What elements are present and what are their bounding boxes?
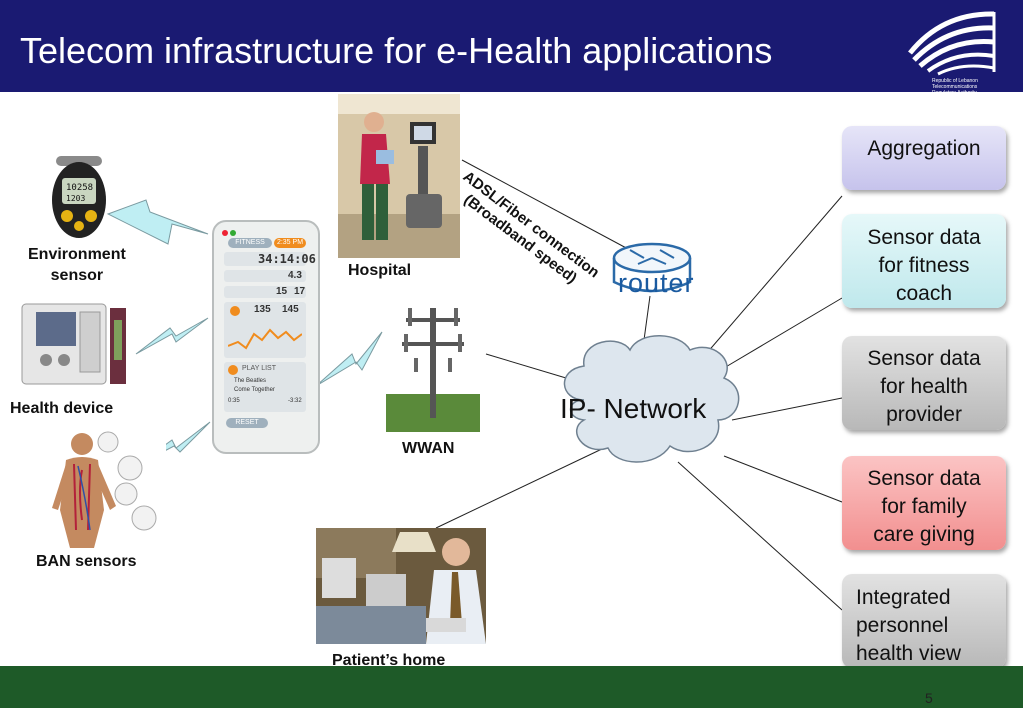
playlist-icon [228, 365, 238, 375]
health-device-caption: Health device [10, 400, 114, 417]
hospital-caption: Hospital [348, 262, 412, 279]
box-line: for health [880, 375, 968, 398]
playlist-label: PLAY LIST [242, 365, 276, 372]
link-cloud-fitness [723, 297, 843, 369]
router-icon [612, 242, 692, 293]
lightning-bolt-icon [106, 199, 209, 245]
wwan-caption: WWAN [402, 440, 455, 457]
box-line: health view [856, 642, 962, 665]
header-bar: Telecom infrastructure for e-Health appl… [0, 0, 1023, 92]
tra-logo: Republic of Lebanon Telecommunications R… [902, 8, 1002, 96]
family-care-box: Sensor data for family care giving [842, 456, 1006, 550]
phone-stat-row: 4.3 [224, 270, 306, 282]
router-label: router [618, 268, 695, 298]
ban-sensors-image [46, 430, 166, 550]
link-cloud-aggregation [705, 195, 843, 355]
integrated-view-box: Integrated personnel health view [842, 574, 1006, 668]
logo-line: Regulatory Authority [932, 90, 978, 96]
box-line: provider [886, 403, 962, 426]
caption-line: sensor [50, 267, 104, 284]
ban-sensors-caption: BAN sensors [36, 553, 137, 570]
health-provider-box: Sensor data for health provider [842, 336, 1006, 430]
patients-home-image [316, 528, 486, 644]
playlist-track: Come Together [234, 387, 275, 393]
link-cloud-family [723, 455, 843, 503]
phone-hr: 135 [254, 304, 271, 315]
environment-sensor-caption: Environment sensor [28, 244, 126, 286]
phone-led-icon [222, 230, 228, 236]
phone-playlist: PLAY LIST The Beatles Come Together 0:35… [224, 362, 306, 412]
box-line: coach [895, 282, 953, 305]
patients-home-caption: Patient’s home [332, 652, 446, 669]
phone-stat: 17 [294, 286, 306, 297]
box-line: for fitness [878, 254, 970, 277]
hospital-image [338, 94, 460, 258]
phone-stat: 15 [276, 286, 288, 297]
box-line: Sensor data [867, 467, 981, 490]
link-home-cloud [435, 447, 605, 529]
phone-timer-row: 34:14:06 [224, 252, 316, 266]
caption-line: Environment [28, 246, 126, 263]
health-device-image [18, 300, 130, 388]
link-cloud-integrated [677, 461, 843, 611]
link-cloud-provider [731, 397, 843, 421]
environment-sensor-image: 10258 1203 [50, 154, 108, 240]
aggregation-box: Aggregation [842, 126, 1006, 190]
link-hospital-router [461, 159, 631, 251]
playlist-track: The Beatles [234, 378, 267, 384]
phone-led-icon [230, 230, 236, 236]
box-line: for family [881, 495, 967, 518]
fitness-coach-box: Sensor data for fitness coach [842, 214, 1006, 308]
box-line: Sensor data [867, 347, 981, 370]
playlist-time: 0:35 [228, 398, 240, 404]
heart-rate-graph-icon [228, 328, 302, 350]
box-line: care giving [873, 523, 975, 546]
svg-text:1203: 1203 [66, 194, 85, 203]
box-line: Integrated [856, 586, 951, 609]
logo-text: Republic of Lebanon Telecommunications R… [932, 78, 1002, 96]
lightning-bolt-icon [135, 317, 209, 355]
phone-hr: 145 [282, 304, 299, 315]
heart-icon [230, 306, 240, 316]
phone-stat: 4.3 [288, 270, 302, 281]
phone-heart-rate-panel: 135 145 [224, 302, 306, 358]
phone-tab: FITNESS [228, 238, 272, 248]
phone-time-badge: 2:35 PM [274, 238, 306, 248]
box-line: Sensor data [867, 226, 981, 249]
page-number: 5 [925, 690, 933, 706]
logo-swoosh-icon [908, 11, 996, 76]
box-line: personnel [856, 614, 949, 637]
svg-text:10258: 10258 [66, 183, 93, 193]
logo-line: Republic of Lebanon [932, 78, 978, 84]
phone-timer: 34:14:06 [258, 252, 316, 266]
slide-title: Telecom infrastructure for e-Health appl… [20, 30, 773, 71]
mobile-phone: FITNESS 2:35 PM 34:14:06 4.3 15 17 135 1… [212, 220, 320, 454]
link-wwan-cloud [485, 353, 567, 379]
footer-bar [0, 666, 1023, 708]
logo-line: Telecommunications [932, 84, 978, 90]
ip-network-label: IP- Network [560, 393, 707, 424]
link-router-cloud [643, 295, 651, 341]
phone-reset-button: RESET [226, 418, 268, 428]
phone-stat-row: 15 17 [224, 286, 306, 298]
wwan-tower-image [386, 298, 480, 432]
playlist-time: -3:32 [288, 398, 302, 404]
ip-network-cloud [563, 335, 740, 463]
box-line: Aggregation [867, 137, 981, 160]
lightning-bolt-icon [315, 331, 383, 387]
